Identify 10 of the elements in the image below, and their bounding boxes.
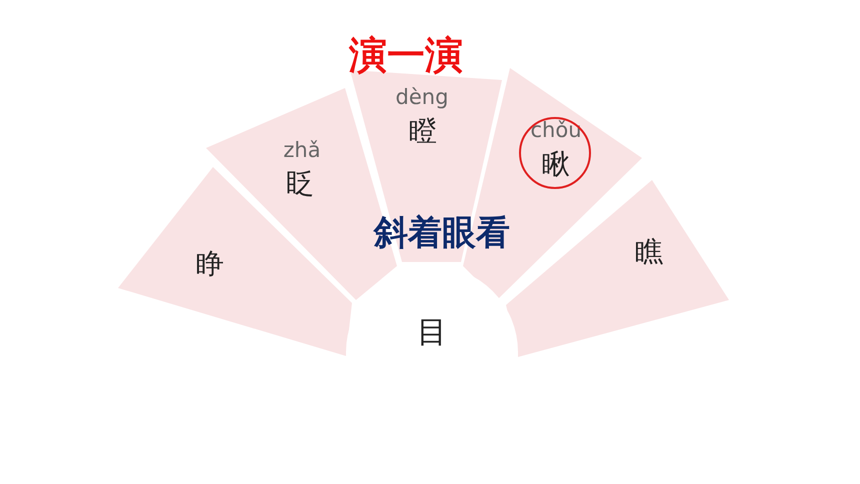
pinyin: zhǎ <box>283 140 321 161</box>
overlay-label: 斜着眼看 <box>374 216 510 250</box>
character: 睁 <box>196 250 224 278</box>
title: 演一演 <box>349 36 463 74</box>
character: 瞪 <box>409 117 437 145</box>
character: 瞧 <box>635 238 663 266</box>
pinyin: dèng <box>396 87 448 108</box>
character: 眨 <box>286 170 314 198</box>
pinyin: chǒu <box>530 120 582 141</box>
character: 瞅 <box>542 150 570 178</box>
